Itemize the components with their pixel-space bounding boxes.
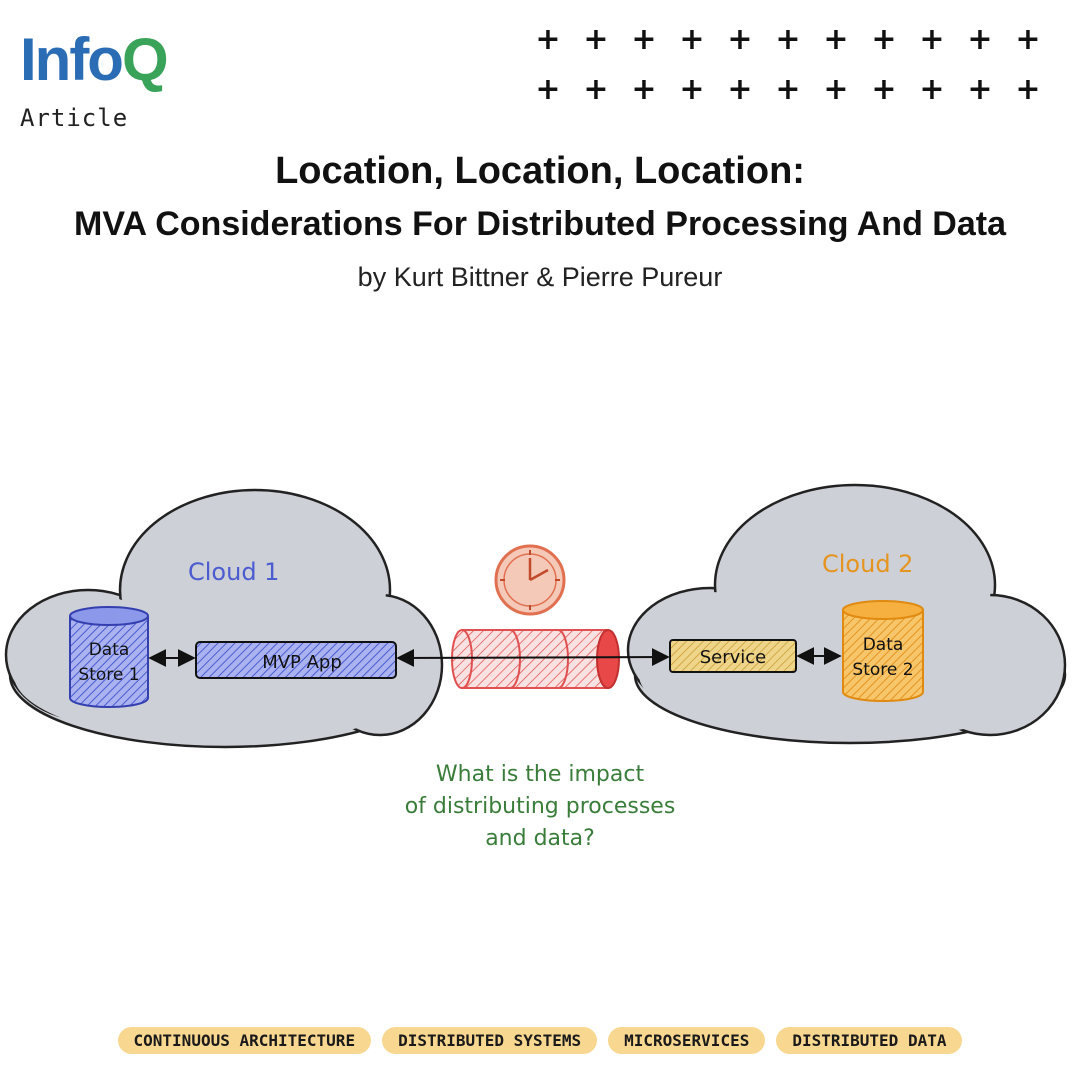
content-type-label: Article: [20, 104, 129, 132]
arrow-app-service: [396, 648, 670, 667]
plus-icon: +: [919, 72, 945, 107]
infoq-logo[interactable]: InfoQ Article: [20, 26, 169, 133]
plus-icon: +: [775, 22, 801, 57]
plus-icon: +: [823, 22, 849, 57]
question-line-2: of distributing processes: [405, 794, 676, 819]
data-store-2-line-2: Store 2: [852, 660, 913, 680]
plus-icon: +: [1015, 72, 1041, 107]
data-store-1-line-2: Store 1: [78, 665, 139, 685]
plus-icon: +: [823, 72, 849, 107]
plus-icon: +: [1015, 22, 1041, 57]
logo-q-text: Q: [121, 26, 169, 93]
title-line-2: MVA Considerations For Distributed Proce…: [74, 205, 1006, 243]
plus-icon: +: [535, 22, 561, 57]
title-line-1: Location, Location, Location:: [275, 150, 805, 192]
cloud-2-label: Cloud 2: [822, 550, 913, 578]
plus-icon: +: [631, 22, 657, 57]
plus-icon: +: [583, 22, 609, 57]
plus-icon: +: [727, 72, 753, 107]
question-line-1: What is the impact: [436, 762, 645, 787]
topic-tags: CONTINUOUS ARCHITECTURE DISTRIBUTED SYST…: [0, 1027, 1080, 1054]
plus-icon: +: [535, 72, 561, 107]
plus-icon: +: [967, 22, 993, 57]
network-pipe: [451, 629, 620, 689]
plus-icon: +: [679, 22, 705, 57]
plus-icon: +: [871, 72, 897, 107]
byline: by Kurt Bittner & Pierre Pureur: [357, 262, 723, 292]
plus-icon: +: [967, 72, 993, 107]
tag-continuous-architecture[interactable]: CONTINUOUS ARCHITECTURE: [117, 1027, 372, 1054]
plus-icon: +: [871, 22, 897, 57]
plus-icon: +: [727, 22, 753, 57]
tag-distributed-systems[interactable]: DISTRIBUTED SYSTEMS: [382, 1027, 598, 1054]
data-store-1-line-1: Data: [89, 640, 130, 660]
tag-microservices[interactable]: MICROSERVICES: [608, 1027, 766, 1054]
plus-icon: +: [631, 72, 657, 107]
architecture-diagram: Cloud 1 Cloud 2 Data Store 1 MVP App Ser…: [4, 483, 1067, 851]
data-store-2-line-1: Data: [863, 635, 904, 655]
service-label: Service: [700, 647, 767, 668]
logo-info-text: Info: [20, 26, 124, 93]
mvp-app-label: MVP App: [262, 652, 342, 673]
plus-pattern-decoration: + + + + + + + + + + + + + + + + + + + + + +: [524, 22, 1052, 108]
data-store-2: Data Store 2: [842, 600, 924, 702]
plus-icon: +: [775, 72, 801, 107]
article-title[interactable]: Location, Location, Location: MVA Consid…: [0, 146, 1080, 252]
clock-icon: [494, 544, 566, 616]
question-line-3: and data?: [485, 826, 595, 851]
cloud-1-label: Cloud 1: [188, 558, 279, 586]
plus-icon: +: [919, 22, 945, 57]
mvp-app-box: MVP App: [195, 641, 397, 679]
data-store-1: Data Store 1: [69, 606, 149, 708]
tag-distributed-data[interactable]: DISTRIBUTED DATA: [776, 1027, 963, 1054]
question-annotation: What is the impact of distributing proce…: [405, 762, 676, 851]
service-box: Service: [669, 639, 797, 673]
plus-icon: +: [679, 72, 705, 107]
logo-wordmark: InfoQ: [20, 26, 169, 93]
plus-icon: +: [583, 72, 609, 107]
